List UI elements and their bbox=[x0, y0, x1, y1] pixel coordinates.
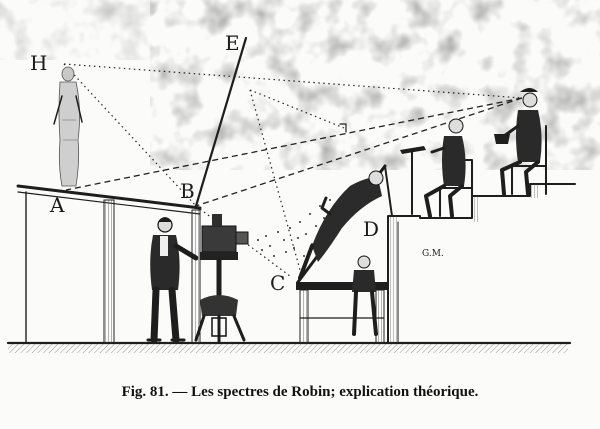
figure-caption: Fig. 81. — Les spectres de Robin; explic… bbox=[122, 384, 479, 400]
lantern-projector bbox=[194, 214, 249, 344]
engraver-signature: G.M. bbox=[422, 249, 444, 259]
reclining-actor bbox=[298, 170, 384, 280]
audience-member-front bbox=[400, 118, 473, 218]
assistant-figure bbox=[352, 255, 378, 336]
label-h: H bbox=[30, 51, 47, 75]
operator-figure bbox=[146, 217, 199, 344]
smoky-corner bbox=[0, 0, 160, 60]
label-c: C bbox=[270, 271, 285, 295]
bracket-mark bbox=[339, 123, 347, 133]
label-e: E bbox=[225, 31, 240, 55]
label-d: D bbox=[363, 217, 379, 241]
letter-labels: H E A B C D G.M. bbox=[30, 31, 444, 295]
audience-member-rear bbox=[494, 88, 547, 196]
label-a: A bbox=[49, 193, 65, 217]
ghost-figure bbox=[53, 66, 83, 187]
sight-lines bbox=[63, 36, 523, 277]
label-b: B bbox=[180, 179, 195, 203]
